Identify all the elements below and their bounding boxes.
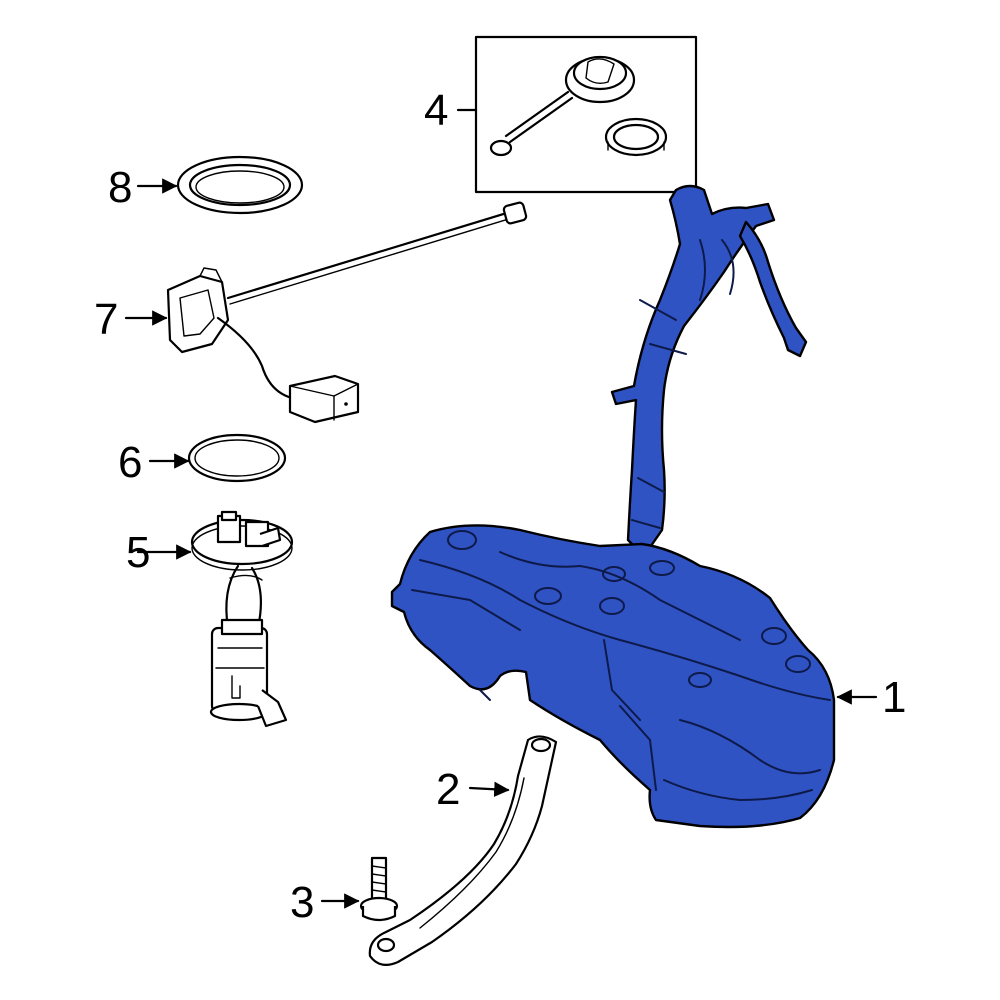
tank-body [390,524,836,829]
vent-hose [738,220,808,358]
part-1-fuel-tank[interactable] [390,184,836,829]
callout-7[interactable]: 7 [94,295,118,344]
callout-2[interactable]: 2 [436,765,460,814]
callout-6[interactable]: 6 [118,438,142,487]
cap-gasket-icon [604,117,668,157]
callout-4[interactable]: 4 [424,86,448,135]
callout-8[interactable]: 8 [108,163,132,212]
part-8-lock-ring-seal[interactable] [176,155,304,215]
part-6-o-ring-seal[interactable] [187,433,287,483]
callout-3[interactable]: 3 [290,878,314,927]
fuel-cap-icon [489,55,636,157]
part-2-tank-strap[interactable] [368,735,558,967]
part-5-fuel-pump-module[interactable] [190,510,294,728]
part-3-strap-bolt[interactable] [359,856,399,922]
callout-leaders [124,108,878,909]
callout-5[interactable]: 5 [126,528,150,577]
filler-neck [610,184,776,558]
part-4-fuel-cap-kit[interactable] [474,35,698,194]
part-7-fuel-level-sender[interactable] [166,201,528,424]
callout-1[interactable]: 1 [882,673,906,722]
tank-detail-lines [411,239,831,801]
